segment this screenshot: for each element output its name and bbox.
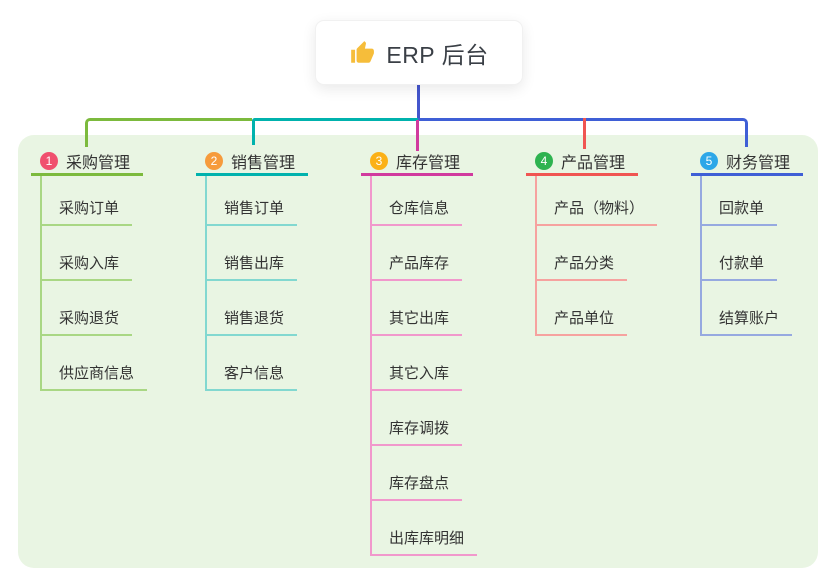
child-node[interactable]: 回款单 xyxy=(702,176,778,226)
branch-purchase-children: 采购订单 采购入库 采购退货 供应商信息 xyxy=(40,176,148,391)
branch-product: 4 产品管理 产品（物料） 产品分类 产品单位 xyxy=(526,150,658,336)
child-node[interactable]: 产品（物料） xyxy=(537,176,658,226)
branch-1-badge: 1 xyxy=(40,151,58,170)
branches-panel xyxy=(18,135,818,568)
branch-sales-node[interactable]: 2 销售管理 xyxy=(196,150,309,176)
branch-finance: 5 财务管理 回款单 付款单 结算账户 xyxy=(691,150,804,336)
branch-purchase: 1 采购管理 采购订单 采购入库 采购退货 供应商信息 xyxy=(31,150,148,391)
branch-2-badge: 2 xyxy=(205,151,223,170)
child-node[interactable]: 销售出库 xyxy=(207,226,298,281)
root-node-erp[interactable]: ERP 后台 xyxy=(315,20,523,85)
branch-finance-children: 回款单 付款单 结算账户 xyxy=(700,176,803,336)
connector-drop-red xyxy=(583,118,586,149)
child-node[interactable]: 销售退货 xyxy=(207,281,298,336)
branch-sales-children: 销售订单 销售出库 销售退货 客户信息 xyxy=(205,176,308,391)
child-node[interactable]: 其它入库 xyxy=(372,336,463,391)
child-node[interactable]: 采购退货 xyxy=(42,281,133,336)
branch-5-label: 财务管理 xyxy=(726,154,791,172)
connector-bus-teal xyxy=(252,118,418,145)
branch-3-label: 库存管理 xyxy=(396,154,461,172)
child-node[interactable]: 采购入库 xyxy=(42,226,133,281)
child-node[interactable]: 客户信息 xyxy=(207,336,298,391)
child-node[interactable]: 结算账户 xyxy=(702,281,793,336)
child-node[interactable]: 仓库信息 xyxy=(372,176,463,226)
thumbs-up-icon xyxy=(349,40,375,66)
branch-inventory-node[interactable]: 3 库存管理 xyxy=(361,150,474,176)
child-node[interactable]: 付款单 xyxy=(702,226,778,281)
child-node[interactable]: 产品库存 xyxy=(372,226,463,281)
child-node[interactable]: 产品单位 xyxy=(537,281,628,336)
branch-1-label: 采购管理 xyxy=(66,154,131,172)
child-node[interactable]: 库存调拨 xyxy=(372,391,463,446)
branch-inventory: 3 库存管理 仓库信息 产品库存 其它出库 其它入库 库存调拨 库存盘点 出库库… xyxy=(361,150,478,556)
child-node[interactable]: 销售订单 xyxy=(207,176,298,226)
connector-root-stem xyxy=(417,85,420,119)
branch-product-children: 产品（物料） 产品分类 产品单位 xyxy=(535,176,658,336)
branch-inventory-children: 仓库信息 产品库存 其它出库 其它入库 库存调拨 库存盘点 出库库明细 xyxy=(370,176,478,556)
branch-4-badge: 4 xyxy=(535,151,553,170)
child-node[interactable]: 其它出库 xyxy=(372,281,463,336)
branch-purchase-node[interactable]: 1 采购管理 xyxy=(31,150,144,176)
root-title: ERP 后台 xyxy=(386,41,489,68)
child-node[interactable]: 库存盘点 xyxy=(372,446,463,501)
branch-4-label: 产品管理 xyxy=(561,154,626,172)
connector-drop-magenta xyxy=(416,120,419,151)
child-node[interactable]: 采购订单 xyxy=(42,176,133,226)
connector-bus-green xyxy=(85,118,252,147)
branch-product-node[interactable]: 4 产品管理 xyxy=(526,150,639,176)
branch-sales: 2 销售管理 销售订单 销售出库 销售退货 客户信息 xyxy=(196,150,309,391)
child-node[interactable]: 供应商信息 xyxy=(42,336,148,391)
branch-finance-node[interactable]: 5 财务管理 xyxy=(691,150,804,176)
branch-3-badge: 3 xyxy=(370,151,388,170)
branch-2-label: 销售管理 xyxy=(231,154,296,172)
child-node[interactable]: 产品分类 xyxy=(537,226,628,281)
child-node[interactable]: 出库库明细 xyxy=(372,501,478,556)
branch-5-badge: 5 xyxy=(700,151,718,170)
